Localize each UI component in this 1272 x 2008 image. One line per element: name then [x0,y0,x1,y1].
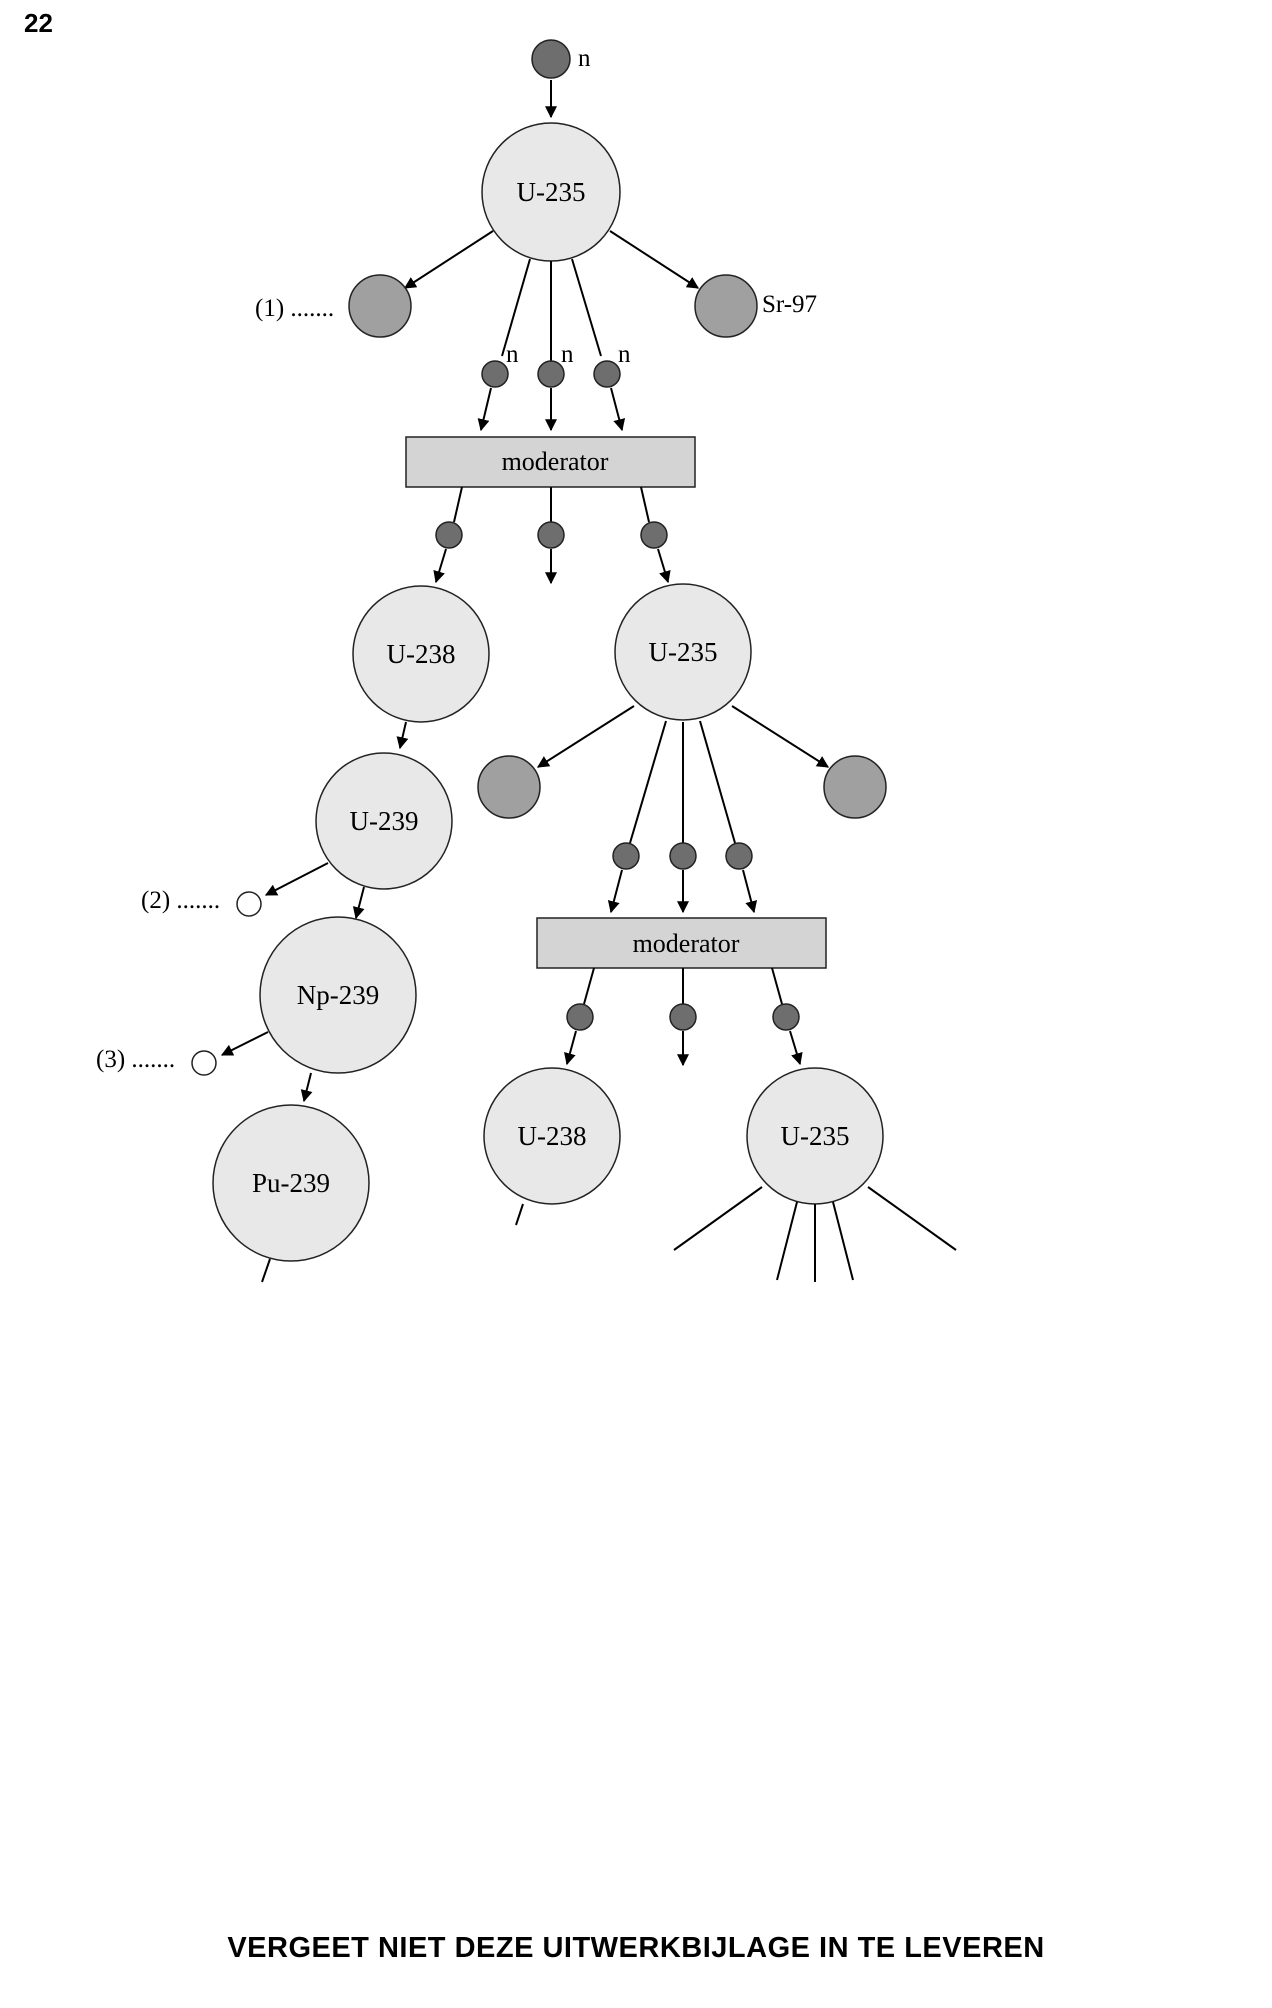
nucleus-u239 [315,752,453,890]
nucleus-u235-b [614,583,752,721]
line-pu239-continue [261,1258,271,1283]
emitted-particle-2 [236,891,262,917]
fragment-sr97 [694,274,758,338]
arrow-to-fragment-left [403,230,494,289]
arrow-neutron-3 [610,387,626,432]
arrow-slow-neutron-3 [657,548,671,584]
arrow-neutron-b3 [742,869,758,914]
neutron-3 [593,360,621,388]
label-u239: U-239 [350,806,419,836]
line-u235-c-5 [867,1186,957,1251]
arrow-slow-neutron-1 [433,548,447,584]
line-u235-c-2 [776,1201,798,1281]
arrow-neutron-1 [477,387,492,432]
neutron-b2 [669,842,697,870]
arrow-neutron-b1 [607,869,623,914]
line-u235-c-4 [832,1201,854,1281]
arrow-u238-to-u239 [396,721,409,750]
arrow-to-fragment-right [609,230,700,289]
arrow-to-fragment-b-right [731,705,830,768]
fragment-left [348,274,412,338]
slow-neutron-3 [640,521,668,549]
label-sr97: Sr-97 [762,291,817,318]
emitted-particle-3 [191,1050,217,1076]
label-top-u235: U-235 [517,177,586,207]
line-neutron-b1 [629,720,667,844]
arrow-slow-neutron-b3 [789,1030,803,1066]
arrow-emission-3 [220,1031,269,1056]
line-slow-neutron-b1 [583,967,595,1005]
incoming-neutron-label: n [578,45,591,72]
line-slow-neutron-b3 [771,967,783,1005]
line-neutron-3 [571,258,602,357]
nucleus-u238-a [352,585,490,723]
blank-2: (2) ....... [141,887,220,914]
arrow-np239-to-pu239 [300,1072,313,1103]
nucleus-pu239 [212,1104,370,1262]
arrow-to-fragment-b-left [536,705,635,768]
neutron-b3 [725,842,753,870]
page-number: 22 [24,8,53,38]
moderator-2-label: moderator [633,929,740,958]
neutron-b1 [612,842,640,870]
incoming-neutron [531,39,571,79]
neutron-2-label: n [561,341,574,368]
neutron-2 [537,360,565,388]
footer-notice: VERGEET NIET DEZE UITWERKBIJLAGE IN TE L… [227,1932,1045,1964]
slow-neutron-b3 [772,1003,800,1031]
line-slow-neutron-3 [640,486,650,523]
arrow-slow-neutron-b1 [564,1030,577,1066]
label-pu239: Pu-239 [252,1168,330,1198]
line-neutron-1 [501,258,531,357]
label-u235-b: U-235 [649,637,718,667]
arrow-u239-to-np239 [352,886,365,920]
label-np239: Np-239 [297,980,380,1010]
blank-1: (1) ....... [255,295,334,322]
neutron-3-label: n [618,341,631,368]
nucleus-u238-c [483,1067,621,1205]
line-u235-c-1 [673,1186,763,1251]
slow-neutron-1 [435,521,463,549]
fragment-b-right [823,755,887,819]
slow-neutron-b2 [669,1003,697,1031]
line-neutron-b3 [699,720,736,844]
line-slow-neutron-1 [453,486,463,523]
moderator-1-label: moderator [502,447,609,476]
label-u238-c: U-238 [518,1121,587,1151]
moderator-2 [536,917,827,969]
slow-neutron-b1 [566,1003,594,1031]
neutron-1 [481,360,509,388]
arrow-emission-2 [264,862,329,896]
blank-3: (3) ....... [96,1046,175,1073]
nucleus-np239 [259,916,417,1074]
label-u238-a: U-238 [387,639,456,669]
line-u238-c-continue [515,1203,524,1226]
label-u235-c: U-235 [781,1121,850,1151]
slow-neutron-2 [537,521,565,549]
neutron-1-label: n [506,341,519,368]
fragment-b-left [477,755,541,819]
moderator-1 [405,436,696,488]
